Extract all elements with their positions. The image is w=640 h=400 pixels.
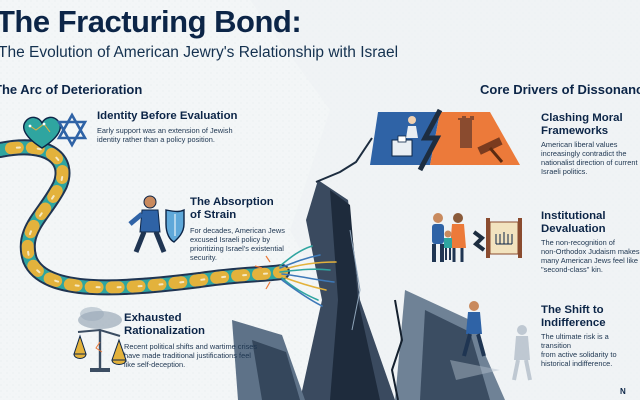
- arc-heading: The Arc of Deterioration: [0, 82, 143, 97]
- person-with-shield-icon: [128, 195, 185, 253]
- stage-exhausted-text: Recent political shifts and wartime cris…: [124, 342, 258, 369]
- family-and-torah-icon: [432, 213, 522, 262]
- ballot-and-gavel-icon: [370, 108, 520, 172]
- frayed-rope-strands: [279, 245, 337, 307]
- page-title: The Fracturing Bond:: [0, 4, 302, 39]
- rift-lightning-line: [315, 137, 373, 183]
- rift-crack: [232, 180, 505, 400]
- heart-star-of-david-icon: [23, 112, 88, 149]
- walking-away-icon: [450, 301, 532, 381]
- stage-identity-title: Identity Before Evaluation: [97, 110, 238, 122]
- stage-identity-text: Early support was an extension of Jewish…: [97, 126, 233, 144]
- twisted-rope: [0, 139, 290, 296]
- page-subtitle: The Evolution of American Jewry's Relati…: [0, 44, 399, 61]
- broken-scales-icon: [73, 307, 127, 372]
- fray-sparks: [254, 255, 271, 290]
- drivers-heading: Core Drivers of Dissonance: [480, 82, 640, 97]
- source-logo: N: [620, 387, 626, 396]
